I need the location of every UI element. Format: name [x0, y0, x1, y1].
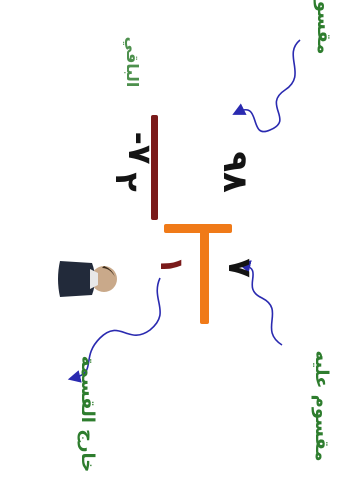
- dividend-label: مقسوم: [310, 0, 336, 59]
- quotient-label: خارج القسمة: [73, 349, 101, 479]
- division-bracket-horizontal: [164, 224, 232, 233]
- dividend-arrow: [238, 40, 300, 132]
- divisor-digit: ٧: [220, 251, 260, 285]
- remainder-digit: ٢: [107, 165, 147, 199]
- division-bracket-vertical: [200, 224, 209, 324]
- quotient-digit: ١: [152, 248, 192, 282]
- dividend-digits: ٩٨: [213, 127, 257, 217]
- person-icon: [52, 255, 120, 303]
- remainder-label: الباقي: [120, 28, 144, 96]
- divisor-label: مقسوم عليه: [307, 341, 335, 471]
